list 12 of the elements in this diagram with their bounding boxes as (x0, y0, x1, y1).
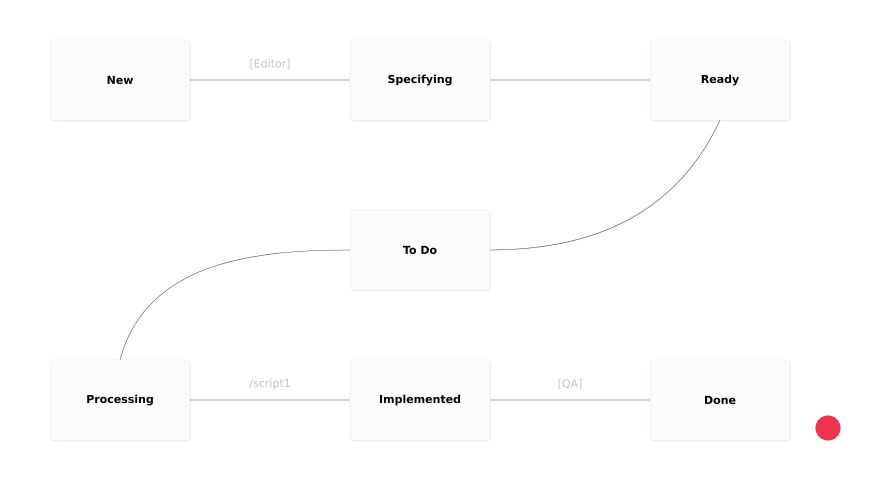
edge-label: /script1 (248, 378, 292, 390)
connector-line (120, 250, 350, 360)
state-box: Done (650, 360, 791, 442)
connector-line (490, 120, 720, 250)
state-box: New (50, 40, 191, 122)
edge-label: [QA] (556, 378, 584, 390)
state-box: To Do (350, 210, 491, 292)
state-box: Specifying (350, 40, 491, 122)
state-box: Processing (50, 360, 191, 442)
state-box: Ready (650, 40, 791, 122)
state-box: Implemented (350, 360, 491, 442)
edge-label: [Editor] (248, 58, 292, 70)
